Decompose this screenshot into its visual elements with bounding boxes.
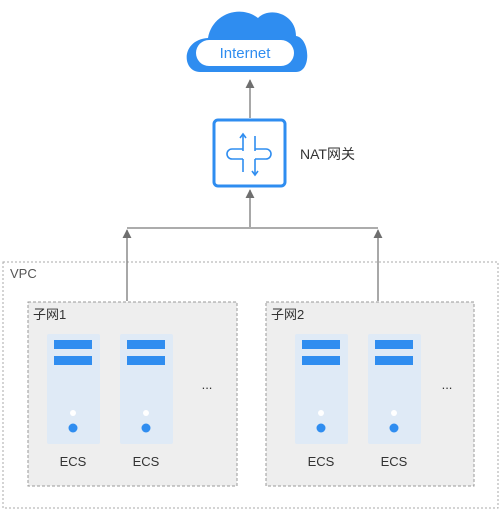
server-light [143,410,149,416]
server-light [318,410,324,416]
nat-switch-icon [226,132,272,177]
ecs-server [295,334,348,444]
subnet-1: 子网1 ECS ECS ... [27,301,238,487]
vpc-container [2,261,499,509]
server-slot [54,340,92,349]
nat-gateway-box [212,118,287,188]
ecs-label: ECS [60,454,87,469]
server-slot [375,356,413,365]
more-servers-ellipsis: ... [202,377,213,392]
server-slot [302,356,340,365]
ecs-server [47,334,100,444]
server-slot [54,356,92,365]
server-power-dot [316,423,326,433]
server-slot [127,356,165,365]
ecs-server [368,334,421,444]
server-power-dot [68,423,78,433]
vpc-label: VPC [10,266,37,281]
server-slot [127,340,165,349]
more-servers-ellipsis: ... [442,377,453,392]
ecs-label: ECS [381,454,408,469]
subnet-label: 子网2 [271,307,304,322]
subnet-2: 子网2 ECS ECS ... [265,301,475,487]
internet-cloud: Internet [186,11,308,72]
server-power-dot [389,423,399,433]
nat-gateway-label: NAT网关 [300,146,355,162]
server-light [70,410,76,416]
server-slot [375,340,413,349]
ecs-label: ECS [308,454,335,469]
ecs-label: ECS [133,454,160,469]
server-power-dot [141,423,151,433]
ecs-server [120,334,173,444]
nat-gateway: NAT网关 [212,118,355,188]
subnet-label: 子网1 [33,307,66,322]
server-light [391,410,397,416]
internet-label-pill [196,40,294,66]
internet-label: Internet [220,45,272,62]
server-slot [302,340,340,349]
